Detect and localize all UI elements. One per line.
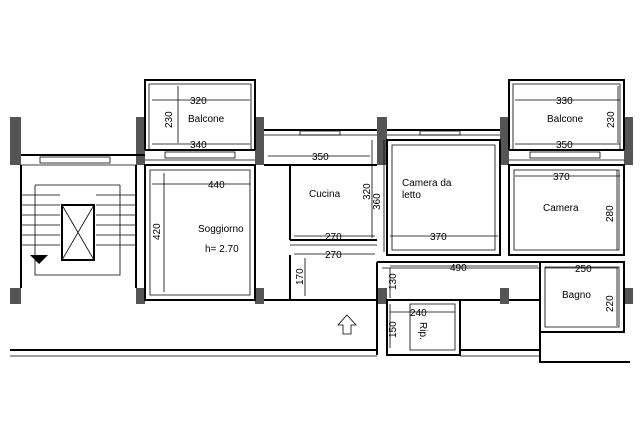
dim-280: 280 xyxy=(605,205,616,222)
wall-pillars xyxy=(10,117,633,304)
stair-core xyxy=(20,194,136,264)
up-arrow-icon xyxy=(337,314,357,335)
room-cucina: Cucina xyxy=(309,189,341,200)
elevator-x-icon xyxy=(61,204,95,261)
dim-420: 420 xyxy=(152,223,163,240)
dim-340: 340 xyxy=(190,140,207,151)
dim-360: 360 xyxy=(372,193,383,210)
dim-130: 130 xyxy=(388,273,399,290)
room-camera-da-letto-line1: Camera da xyxy=(402,178,452,189)
room-rip: Rip. xyxy=(417,322,428,340)
room-bagno: Bagno xyxy=(562,290,591,301)
dim-270-a: 270 xyxy=(325,232,342,243)
dim-320-balcone-left: 320 xyxy=(190,96,207,107)
dim-220: 220 xyxy=(605,295,616,312)
windows xyxy=(39,130,601,164)
room-balcone-left: Balcone xyxy=(188,114,225,125)
room-balcone-right: Balcone xyxy=(547,114,584,125)
dim-230-balcone-left: 230 xyxy=(164,111,175,128)
down-triangle-icon xyxy=(30,255,48,264)
dim-370-mid: 370 xyxy=(430,232,447,243)
dim-250: 250 xyxy=(575,264,592,275)
dim-490: 490 xyxy=(450,263,467,274)
room-soggiorno-height: h= 2.70 xyxy=(205,244,239,255)
dim-370-right: 370 xyxy=(553,172,570,183)
dim-150: 150 xyxy=(388,321,399,338)
dim-440: 440 xyxy=(208,180,225,191)
dim-230-balcone-right: 230 xyxy=(606,111,617,128)
dim-170: 170 xyxy=(295,268,306,285)
dim-350-right: 350 xyxy=(556,140,573,151)
room-camera: Camera xyxy=(543,203,579,214)
walls xyxy=(10,79,630,363)
dim-270-b: 270 xyxy=(325,250,342,261)
room-soggiorno: Soggiorno xyxy=(198,224,244,235)
dim-330: 330 xyxy=(556,96,573,107)
dim-240: 240 xyxy=(410,308,427,319)
dim-350-mid: 350 xyxy=(312,152,329,163)
room-camera-da-letto-line2: letto xyxy=(402,190,421,201)
dim-320-vert: 320 xyxy=(362,183,373,200)
dimension-lines xyxy=(152,86,620,348)
